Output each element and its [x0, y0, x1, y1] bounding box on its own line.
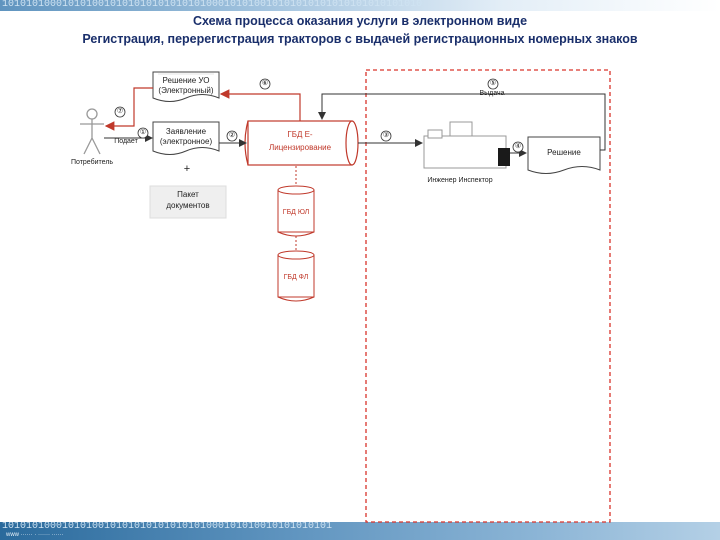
- gbd-fl-database: [277, 250, 315, 302]
- flow-gbd-to-decision-uo: [219, 89, 301, 121]
- page-subtitle: Регистрация, перерегистрация тракторов с…: [82, 32, 638, 46]
- application-label-2: (электронное): [159, 137, 213, 146]
- header-band-text: 1010101000101010010101010101010101000101…: [2, 0, 423, 10]
- footer-band-subtext: www ······ · ······ ······: [6, 532, 64, 538]
- step-3-circle: [380, 130, 392, 142]
- gbd-elic-label-2: Лицензирование: [268, 143, 332, 152]
- header-binary-band: 1010101000101010010101010101010101000101…: [0, 0, 720, 11]
- inspector-side-block: [498, 148, 510, 166]
- step-7-circle: [114, 106, 126, 118]
- step-3-label: ③: [382, 132, 390, 139]
- person-icon: [80, 108, 104, 155]
- step-7-label: ⑦: [116, 108, 124, 115]
- gbd-fl-label: ГБД ФЛ: [283, 274, 309, 281]
- issue-flow-label: Выдача: [479, 90, 505, 97]
- flow-issue-line: [318, 93, 606, 151]
- submit-flow-label: Подает: [114, 138, 138, 145]
- footer-band-text: 1010101000101010010101010101010101000101…: [2, 522, 333, 532]
- step-6-label: ⑥: [261, 80, 269, 87]
- gbd-elic-label-1: ГБД Е-: [287, 130, 313, 139]
- decision-document: [527, 136, 601, 174]
- step-2-label: ②: [228, 132, 236, 139]
- decision-label: Решение: [547, 148, 581, 157]
- package-documents-box: [149, 185, 227, 219]
- inspector-label: Инженер Инспектор: [427, 177, 493, 184]
- flow-decision-uo-to-consumer: [104, 87, 153, 131]
- footer-binary-band: 1010101000101010010101010101010101000101…: [0, 522, 720, 540]
- package-label-1: Пакет: [177, 190, 199, 199]
- consumer-label: Потребитель: [70, 159, 114, 166]
- step-4-label: ④: [514, 143, 522, 150]
- step-5-label: ⑤: [489, 80, 497, 87]
- step-5-circle: [487, 78, 499, 90]
- page-title: Схема процесса оказания услуги в электро…: [192, 14, 528, 28]
- step-2-circle: [226, 130, 238, 142]
- gbd-ul-label: ГБД ЮЛ: [282, 209, 310, 216]
- step-1-label: ①: [139, 129, 147, 136]
- application-document: [152, 121, 220, 155]
- step-1-circle: [137, 127, 149, 139]
- printer-icon: [423, 121, 507, 169]
- decision-uo-label-1: Решение УО: [162, 76, 210, 85]
- step-6-circle: [259, 78, 271, 90]
- step-4-circle: [512, 141, 524, 153]
- processing-boundary-frame: [365, 69, 611, 523]
- decision-uo-label-2: (Электронный): [158, 86, 214, 95]
- package-label-2: документов: [166, 201, 210, 210]
- application-label-1: Заявление: [165, 127, 207, 136]
- gbd-ul-database: [277, 185, 315, 237]
- plus-mark: +: [183, 163, 191, 175]
- decision-uo-document: [152, 71, 220, 102]
